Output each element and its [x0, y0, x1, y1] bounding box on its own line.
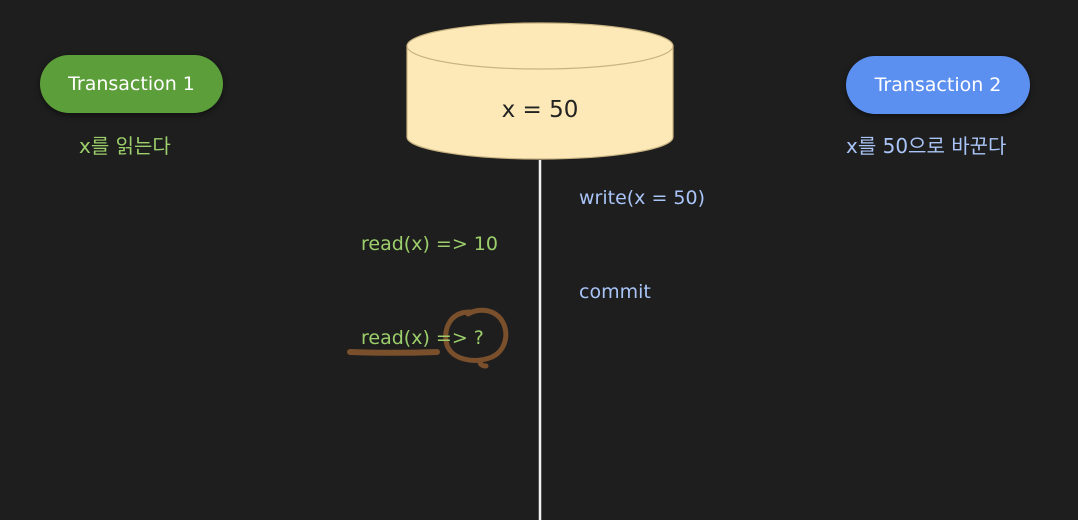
transaction-1-badge: Transaction 1 [40, 55, 223, 113]
t2-operation-commit: commit [579, 281, 651, 303]
underline-annotation [347, 349, 440, 356]
transaction-1-caption: x를 읽는다 [79, 134, 171, 158]
t1-operation-read-first: read(x) => 10 [361, 233, 498, 255]
transaction-2-badge: Transaction 2 [846, 56, 1030, 114]
t1-operation-read-second: read(x) => ? [361, 327, 484, 349]
circle-annotation [443, 307, 509, 369]
database-value-label: x = 50 [501, 97, 579, 123]
transaction-2-caption: x를 50으로 바꾼다 [846, 134, 1007, 158]
cylinder-body [406, 45, 674, 160]
database-cylinder [406, 22, 674, 160]
cylinder-top [406, 22, 674, 70]
t2-operation-write: write(x = 50) [579, 187, 706, 209]
